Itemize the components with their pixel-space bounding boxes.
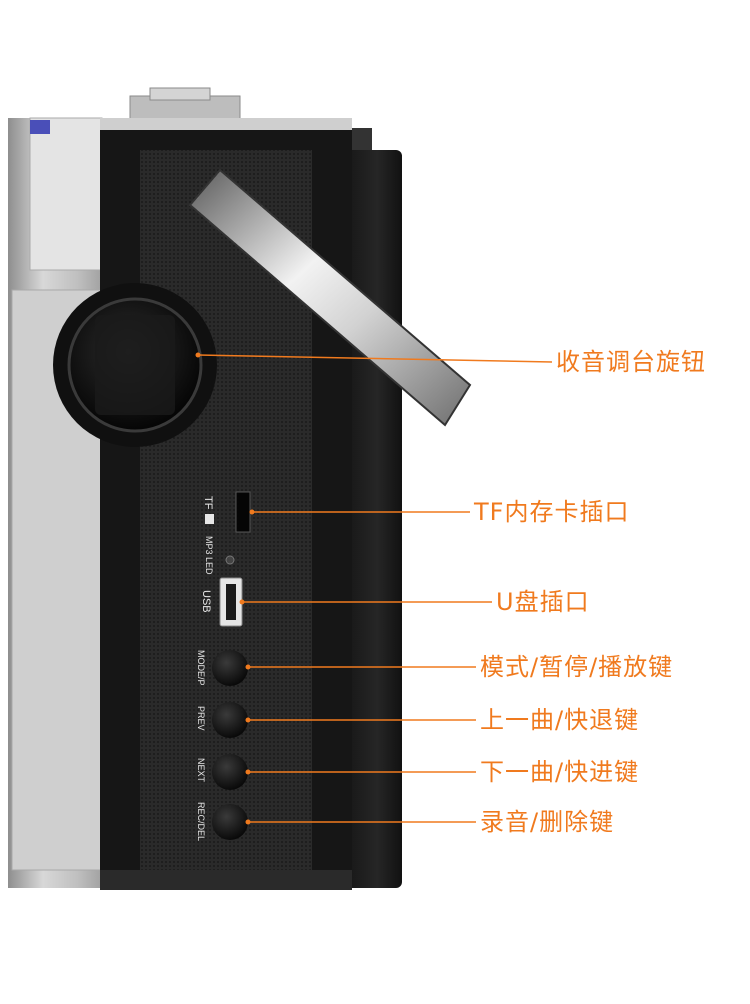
callout-dots <box>195 352 255 825</box>
usb-port-inner <box>226 584 236 620</box>
rec-button <box>212 804 248 840</box>
leader-knob <box>197 354 553 363</box>
callout-next-button: 下一曲/快进键 <box>480 758 640 786</box>
front-top-panel <box>29 117 103 271</box>
callout-lines <box>197 354 553 823</box>
next-label: NEXT <box>196 758 206 783</box>
prev-label: PREV <box>196 706 206 731</box>
usb-label: USB <box>200 590 212 613</box>
dot-next <box>245 769 251 775</box>
mp3-led-label: MP3 LED <box>204 536 214 575</box>
callout-usb-port: U盘插口 <box>496 588 590 616</box>
callout-prev-button: 上一曲/快退键 <box>480 706 640 734</box>
callout-rec-button: 录音/删除键 <box>480 808 615 836</box>
mp3-led <box>225 555 235 565</box>
side-panel-bottom <box>100 870 352 890</box>
carry-handle <box>188 168 472 427</box>
dot-mode <box>245 664 251 670</box>
dot-tf <box>249 509 255 515</box>
knob-grip <box>95 315 175 415</box>
side-panel-top-edge <box>100 118 352 130</box>
front-accent-strip <box>30 120 50 134</box>
top-clip-cap <box>149 87 211 101</box>
next-button <box>212 754 248 790</box>
callout-tuning-knob: 收音调台旋钮 <box>556 348 706 376</box>
tf-slot <box>235 491 251 533</box>
prev-button <box>212 702 248 738</box>
callout-mode-button: 模式/暂停/播放键 <box>480 653 674 681</box>
dot-knob <box>195 352 201 358</box>
dot-prev <box>245 717 251 723</box>
dot-usb <box>239 599 245 605</box>
tf-label: TF <box>202 496 214 510</box>
mode-button <box>212 650 248 686</box>
sd-card-icon <box>205 514 214 524</box>
mode-label: MODE/P <box>196 650 206 686</box>
dot-rec <box>245 819 251 825</box>
callout-tf-slot: TF内存卡插口 <box>474 498 630 526</box>
rec-label: REC/DEL <box>196 802 206 841</box>
